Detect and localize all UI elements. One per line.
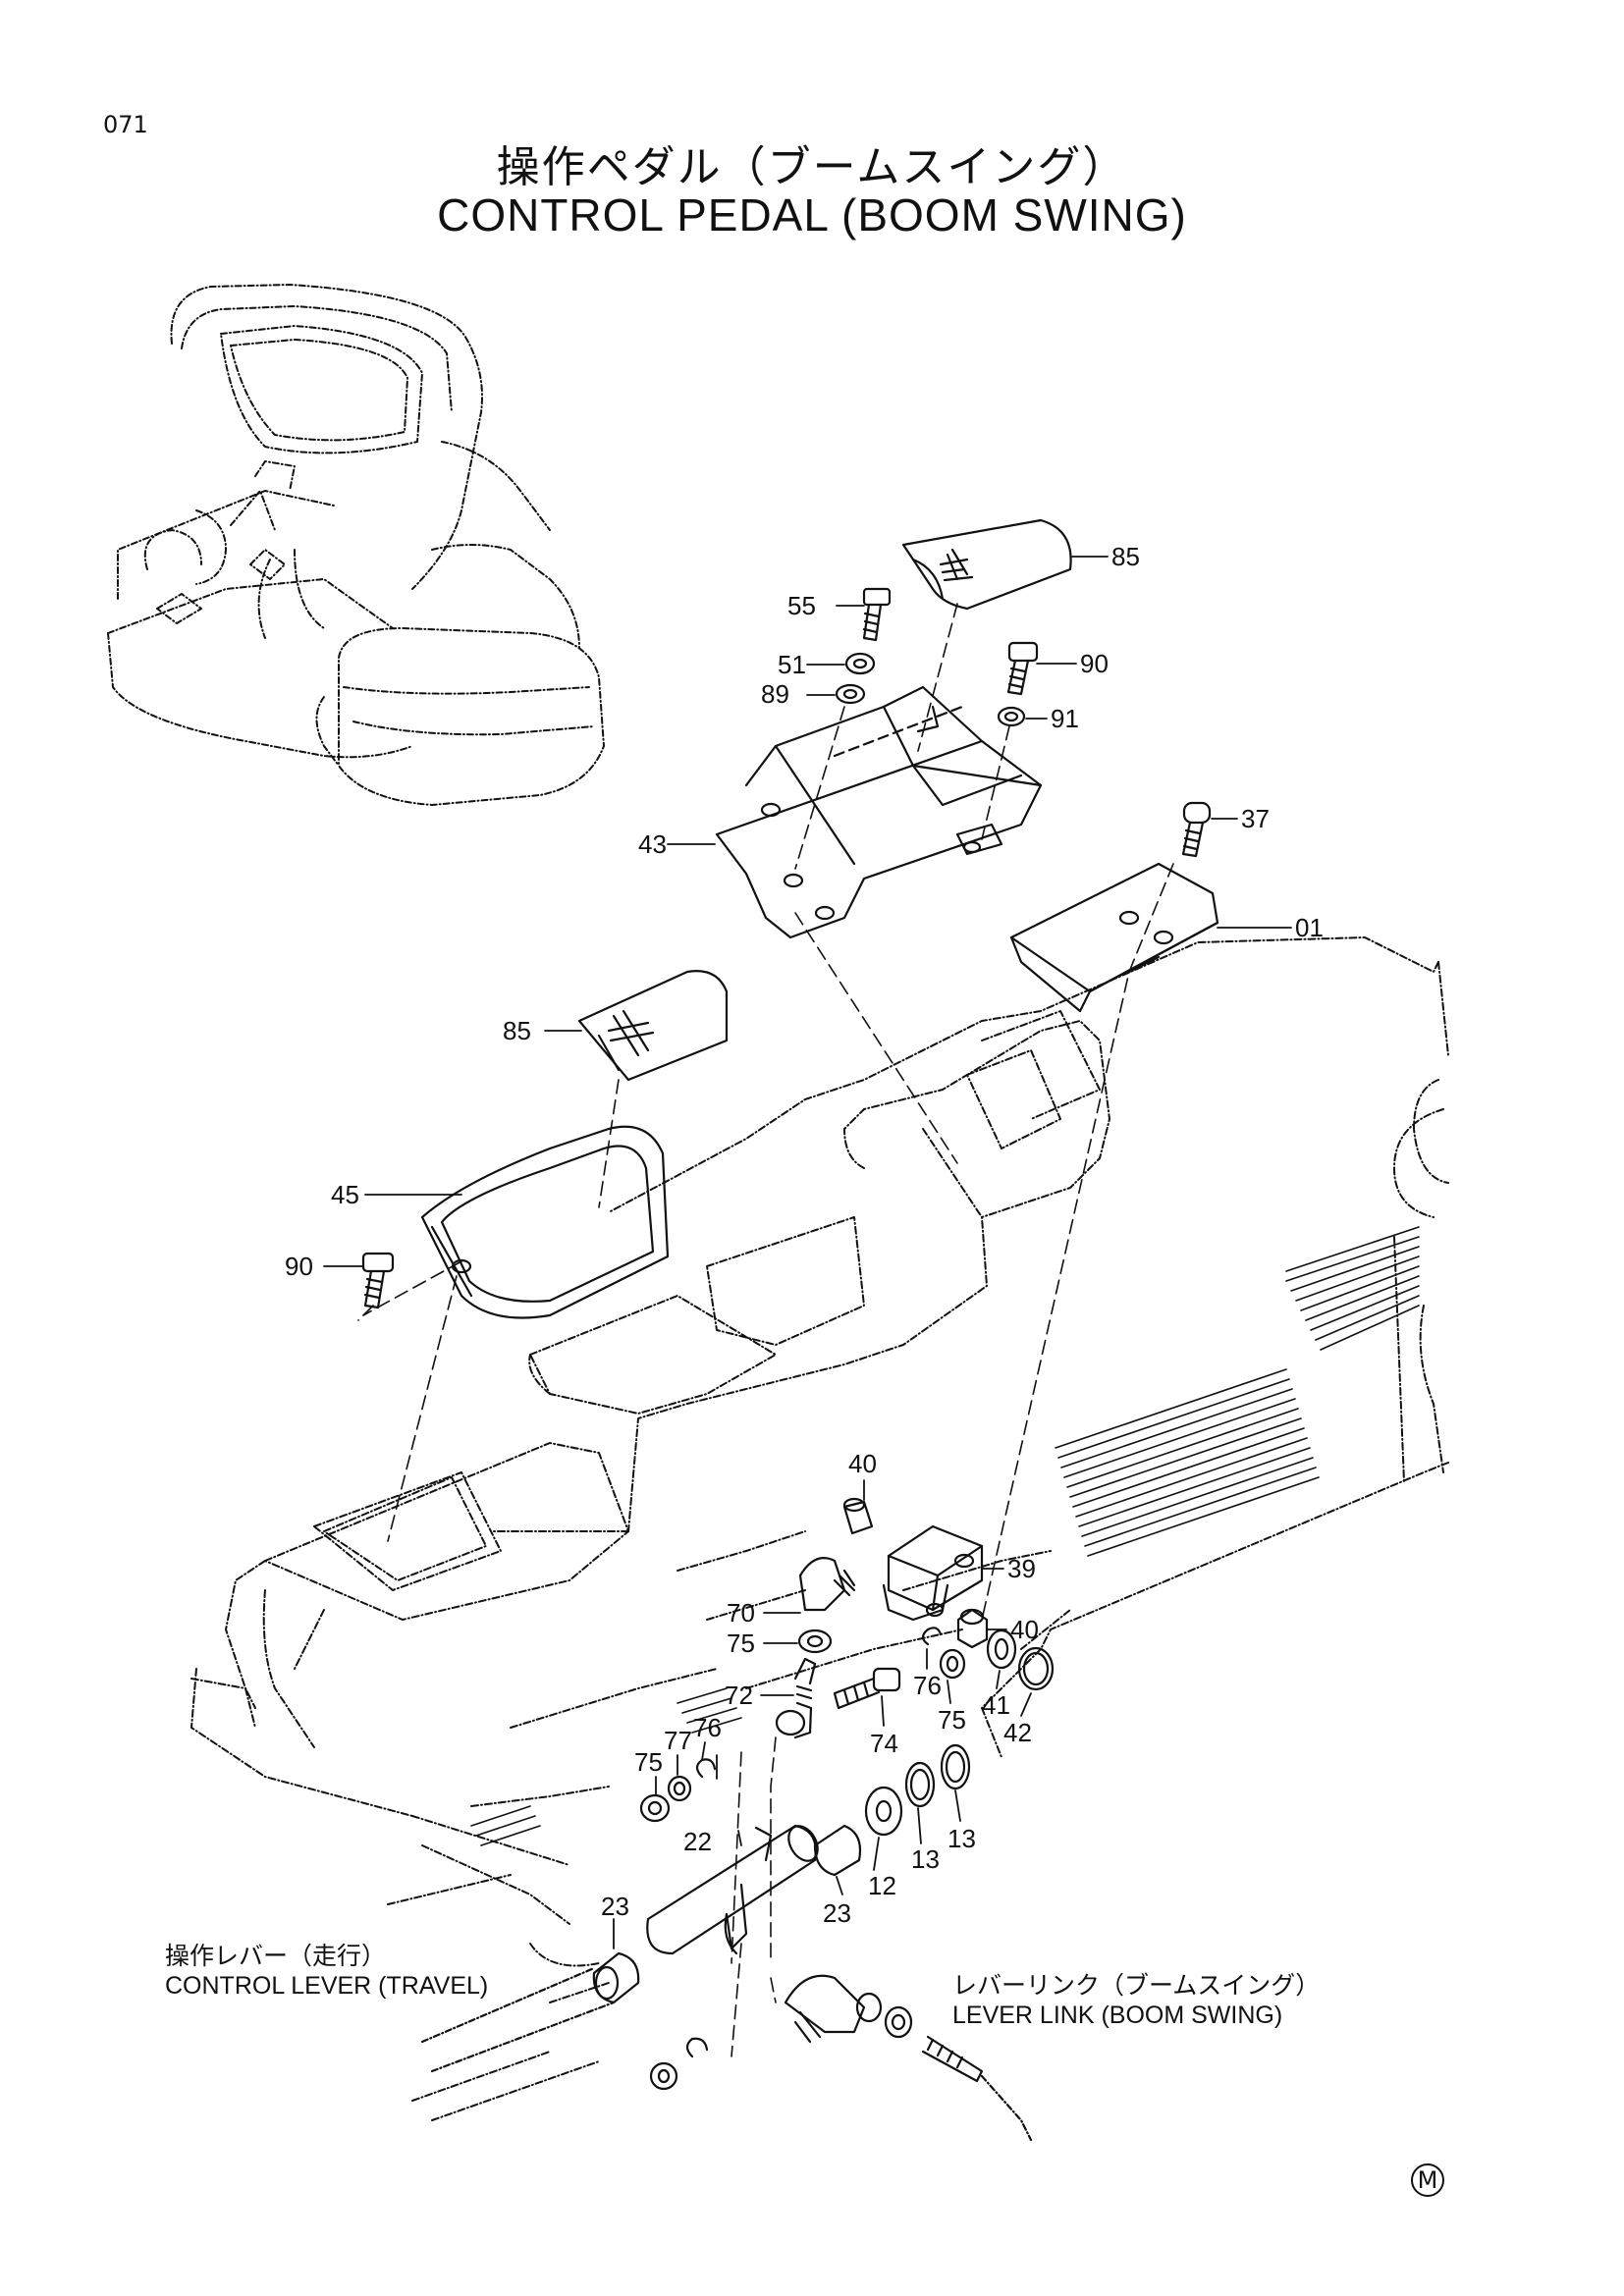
- console-illustration: [107, 284, 605, 806]
- callout-90-lower: 90: [285, 1252, 313, 1281]
- pedal-cover-upper: [901, 518, 1072, 611]
- callout-37: 37: [1241, 804, 1270, 833]
- cab-floor-illustration: [190, 936, 1449, 2121]
- bushing-23-left: [592, 1951, 640, 2004]
- callout-42: 42: [1003, 1718, 1032, 1747]
- bushing-40b: [956, 1608, 989, 1649]
- pedal-cover-lower: [577, 970, 729, 1082]
- washer-13b: [940, 1743, 971, 1790]
- nut-bottom: [649, 2061, 678, 2091]
- circled-m-mark: M: [1411, 2163, 1444, 2197]
- callout-75-right: 75: [938, 1705, 966, 1735]
- callout-23-right: 23: [823, 1898, 851, 1928]
- lever-link-boom-swing: [784, 1974, 1033, 2142]
- lever-link-caption-jp: レバーリンク（ブームスイング）: [952, 1972, 1321, 2000]
- nut-51: [844, 652, 876, 675]
- clip-76-upper: [921, 1627, 943, 1646]
- callout-85-upper: 85: [1111, 542, 1140, 571]
- washer-41: [986, 1629, 1017, 1670]
- floor-vent-slats: [470, 1226, 1420, 1846]
- page-number: 071: [103, 111, 148, 138]
- callout-22: 22: [683, 1827, 712, 1856]
- washer-91: [997, 706, 1026, 727]
- callout-91: 91: [1051, 704, 1079, 733]
- shaft-22: [646, 1824, 819, 1955]
- callout-70: 70: [727, 1598, 755, 1628]
- washer-89: [835, 683, 866, 705]
- callout-77: 77: [664, 1726, 692, 1755]
- block-39: [882, 1524, 984, 1622]
- callout-leader-lines: [323, 556, 1292, 1949]
- washer-13a: [904, 1761, 936, 1808]
- pedal-01: [1009, 862, 1219, 1013]
- control-lever-caption-jp: 操作レバー（走行）: [165, 1943, 387, 1970]
- callout-39: 39: [1007, 1554, 1036, 1583]
- bushing-23-right: [813, 1824, 862, 1877]
- callout-89: 89: [761, 679, 789, 709]
- bolt-55: [862, 587, 892, 642]
- callout-45: 45: [331, 1180, 359, 1209]
- control-lever-caption-en: CONTROL LEVER (TRAVEL): [165, 1972, 489, 2000]
- pedal-cover-45: [420, 1125, 670, 1319]
- callout-76-right: 76: [913, 1671, 942, 1700]
- callout-74: 74: [870, 1729, 898, 1758]
- callout-75-left: 75: [634, 1747, 663, 1777]
- bolt-90-upper: [1006, 641, 1039, 696]
- washer-77: [667, 1775, 692, 1802]
- elbow-70: [798, 1557, 856, 1612]
- callout-41: 41: [982, 1690, 1010, 1720]
- callout-12: 12: [868, 1871, 896, 1900]
- control-lever-caption: 操作レバー（走行） CONTROL LEVER (TRAVEL): [165, 1942, 488, 2001]
- washer-12: [864, 1786, 903, 1837]
- lever-link-caption-en: LEVER LINK (BOOM SWING): [952, 2002, 1283, 2029]
- nut-75-left: [639, 1793, 671, 1823]
- callout-76-left: 76: [693, 1713, 722, 1742]
- callout-43: 43: [638, 829, 667, 859]
- clip-bottom: [685, 2037, 709, 2058]
- callout-85-lower: 85: [503, 1016, 531, 1045]
- ring-42: [1017, 1646, 1055, 1691]
- callout-23-left: 23: [601, 1892, 629, 1921]
- callout-01: 01: [1295, 913, 1324, 942]
- clip-76-lower: [695, 1758, 717, 1779]
- callout-40-top: 40: [848, 1449, 877, 1478]
- rod-end-72: [775, 1657, 817, 1739]
- callout-13-b: 13: [947, 1824, 976, 1853]
- title-japanese: 操作ペダル（ブームスイング）: [496, 142, 1128, 192]
- callout-75-upper: 75: [727, 1629, 755, 1658]
- bracket-43: [715, 685, 1043, 939]
- assembly-guide-lines: [357, 603, 1174, 2057]
- bolt-37: [1181, 801, 1212, 858]
- bushing-40a: [842, 1497, 874, 1535]
- nut-75-right: [939, 1648, 966, 1680]
- callout-90-upper: 90: [1080, 649, 1109, 678]
- bolt-90-lower: [361, 1252, 395, 1309]
- callout-40-right: 40: [1010, 1615, 1039, 1644]
- bolt-74: [833, 1667, 901, 1710]
- control-lever-travel: [420, 1966, 616, 2073]
- callout-labels: 85 55 51 89 90 91 43 37 01 85 45 90 40 3…: [285, 542, 1324, 1928]
- callout-51: 51: [778, 650, 806, 679]
- callout-72: 72: [725, 1681, 753, 1710]
- callout-13-a: 13: [911, 1844, 940, 1874]
- lever-link-caption: レバーリンク（ブームスイング） LEVER LINK (BOOM SWING): [952, 1971, 1320, 2030]
- title-english: CONTROL PEDAL (BOOM SWING): [437, 189, 1187, 240]
- nut-75-upper: [797, 1629, 833, 1654]
- callout-55: 55: [787, 591, 816, 620]
